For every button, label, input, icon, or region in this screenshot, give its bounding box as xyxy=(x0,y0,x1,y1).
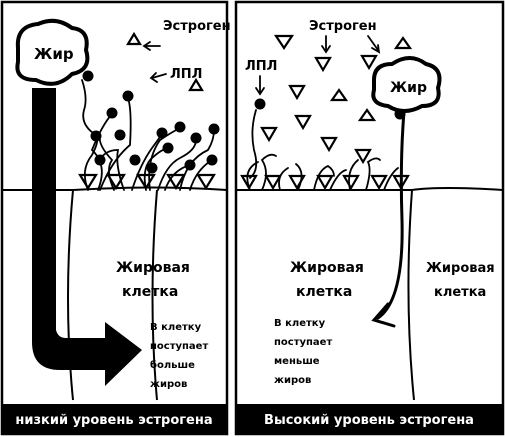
lpl-dot xyxy=(156,127,168,139)
estrogen-triangle xyxy=(354,148,372,165)
lpl-dot xyxy=(146,162,158,174)
left-note-3: больше xyxy=(150,359,195,371)
lpl-dot xyxy=(129,154,141,166)
right-fat-cell-outline xyxy=(237,187,504,401)
right-cell-label-1: Жировая xyxy=(290,260,364,276)
lpl-dot xyxy=(106,107,118,119)
right-thin-arrow-head xyxy=(371,302,396,328)
left-lpl-label: ЛПЛ xyxy=(170,67,202,82)
estrogen-triangle xyxy=(320,136,338,153)
estrogen-triangle xyxy=(329,88,349,102)
estrogen-triangle xyxy=(357,108,377,122)
right-estrogen-label: Эстроген xyxy=(309,19,377,34)
right-inactive-lpl xyxy=(246,109,399,191)
estrogen-triangle xyxy=(314,56,332,73)
right-caption-bar xyxy=(236,404,503,434)
lpl-dot xyxy=(90,130,102,142)
lpl-dot xyxy=(174,121,186,133)
right-panel: Жир Эстроген ЛПЛ Жировая клетка Жировая … xyxy=(234,0,505,436)
left-lpl-dots xyxy=(82,70,220,174)
lpl-dot xyxy=(206,154,218,166)
estrogen-triangle xyxy=(188,77,204,92)
left-estrogen-pointer xyxy=(142,41,161,51)
lpl-dot xyxy=(82,70,94,82)
lpl-dot xyxy=(184,159,196,171)
right-fat-blob xyxy=(371,56,442,113)
estrogen-triangle xyxy=(360,54,378,71)
lpl-dot xyxy=(122,90,134,102)
left-caption: низкий уровень эстрогена xyxy=(15,413,212,428)
right-thin-arrow xyxy=(376,110,406,320)
estrogen-triangle xyxy=(126,31,142,46)
right-note-2: поступает xyxy=(274,337,332,348)
lpl-dot xyxy=(114,129,126,141)
left-note-1: В клетку xyxy=(150,322,202,333)
left-surface-triangles xyxy=(78,173,216,191)
right-note-1: В клетку xyxy=(274,318,326,329)
lpl-dot xyxy=(162,142,174,154)
estrogen-triangle xyxy=(294,114,312,131)
left-estrogen-triangles xyxy=(126,31,204,92)
right-fat-label: Жир xyxy=(390,80,427,96)
left-fat-blob xyxy=(15,18,90,86)
estrogen-triangle xyxy=(288,84,306,101)
right-lpl-label: ЛПЛ xyxy=(245,59,277,74)
right-cell-label-2: клетка xyxy=(296,284,352,300)
right-caption: Высокий уровень эстрогена xyxy=(264,413,474,428)
right-note-4: жиров xyxy=(274,375,311,386)
right-estrogen-triangles xyxy=(260,34,413,165)
lpl-dot xyxy=(208,123,220,135)
lpl-dot xyxy=(190,132,202,144)
right-estrogen-pointer xyxy=(321,35,331,54)
lpl-dot xyxy=(254,98,266,110)
right-neighbor-cell-label-2: клетка xyxy=(434,285,486,300)
right-note-3: меньше xyxy=(274,356,320,367)
left-big-arrow xyxy=(32,88,142,386)
left-cell-label-2: клетка xyxy=(122,284,178,300)
left-note-4: жиров xyxy=(150,379,187,390)
left-panel: Жир Эстроген ЛПЛ Жировая клетка В клетку… xyxy=(0,0,231,436)
estrogen-triangle xyxy=(393,36,413,50)
right-neighbor-cell-label-1: Жировая xyxy=(426,261,495,276)
right-estrogen-pointer-2 xyxy=(367,35,381,54)
lpl-dot xyxy=(94,154,106,166)
left-cell-label-1: Жировая xyxy=(116,260,190,276)
right-lpl-pointer xyxy=(255,75,265,96)
left-note-2: поступает xyxy=(150,341,208,352)
left-fat-label: Жир xyxy=(34,45,74,63)
left-caption-bar xyxy=(2,404,227,434)
estrogen-triangle xyxy=(260,126,278,143)
left-estrogen-label: Эстроген xyxy=(163,19,231,34)
right-surface-triangles xyxy=(240,174,410,191)
estrogen-triangle xyxy=(273,34,295,50)
left-lpl-pointer xyxy=(149,72,167,83)
